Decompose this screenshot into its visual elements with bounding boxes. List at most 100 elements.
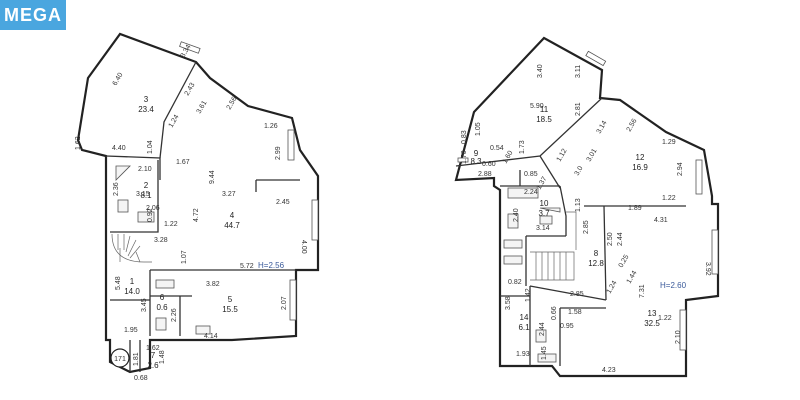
right-dimension-label: 0.95 (560, 323, 574, 330)
right-dimension-label: 3.0 (574, 165, 585, 177)
right-dimension-label: 1.89 (628, 205, 642, 212)
left-dimension-label: 3.82 (206, 281, 220, 288)
left-dimension-label: 3.27 (222, 191, 236, 198)
right-dimension-label: 1.42 (525, 288, 532, 302)
right-dimension-label: 0.85 (524, 171, 538, 178)
right-dimension-label: 3.14 (596, 120, 609, 135)
right-dimension-label: 1.22 (662, 195, 676, 202)
right-dimension-label: 2.40 (513, 208, 520, 222)
room-6-area: 0.6 (156, 303, 168, 312)
room-14-area: 6.1 (518, 323, 530, 332)
right-dimension-label: 3.11 (575, 65, 582, 78)
left-dimension-label: 1.62 (75, 136, 82, 150)
left-dimension-label: 5.72 (240, 263, 254, 270)
left-dimension-label: 1.24 (168, 114, 181, 129)
left-dimension-label: 1.22 (164, 221, 178, 228)
right-dimension-label: 1.58 (568, 309, 582, 316)
right-dimension-label: 0.83 (461, 130, 468, 144)
left-dimension-label: 0.92 (147, 208, 154, 222)
left-dimension-label: 9.44 (209, 170, 216, 184)
left-dimension-label: 1.81 (133, 352, 140, 366)
room-10-number: 9 (474, 149, 479, 158)
right-ceiling-height: H=2.60 (660, 281, 687, 290)
left-dimension-label: 1.95 (124, 327, 138, 334)
room-10-area: 8.3 (470, 157, 482, 166)
right-dimension-label: 1.93 (516, 351, 530, 358)
room-1-number: 1 (130, 277, 135, 286)
right-dimension-label: 3.14 (536, 225, 550, 232)
right-dimension-label: 2.81 (575, 102, 582, 116)
room-8-area: 12.8 (588, 259, 604, 268)
right-dimension-label: 1.22 (658, 315, 672, 322)
right-dimension-label: 2.88 (478, 171, 492, 178)
right-dimensions: 3.40 3.11 5.90 2.81 2.56 3.14 1.29 2.94 … (461, 64, 711, 374)
left-dimension-label: 1.07 (181, 250, 188, 264)
room-5-area: 15.5 (222, 305, 238, 314)
left-dimension-label: 4.00 (300, 240, 307, 254)
left-dimension-label: 1.67 (176, 159, 190, 166)
left-dimension-label: 3.45 (141, 298, 148, 312)
room-9-number: 10 (540, 199, 549, 208)
right-dimension-label: 2.50 (607, 232, 614, 246)
left-dimension-label: 2.10 (138, 166, 152, 173)
right-dimension-label: 1.70 (461, 150, 468, 164)
right-dimension-label: 1.05 (475, 122, 482, 136)
right-dimension-label: 2.44 (617, 232, 624, 246)
marker-label: 171 (114, 356, 126, 363)
room-11-number: 11 (540, 105, 549, 114)
room-13-number: 13 (648, 309, 657, 318)
room-13-area: 32.5 (644, 319, 660, 328)
left-dimension-label: 3.28 (154, 237, 168, 244)
left-dimension-label: 2.06 (146, 205, 160, 212)
left-dimension-label: 2.26 (171, 308, 178, 322)
room-5-number: 5 (228, 295, 233, 304)
left-dimension-label: 2.99 (275, 146, 282, 160)
right-dimension-label: 1.44 (626, 270, 639, 285)
room-3-number: 3 (144, 95, 149, 104)
right-dimension-label: 0.54 (490, 145, 504, 152)
room-2-area: 8.1 (140, 191, 152, 200)
room-6-number: 6 (160, 293, 165, 302)
left-dimension-label: 4.40 (112, 145, 126, 152)
left-dimension-label: 1.04 (147, 140, 154, 154)
left-dimension-label: 2.45 (276, 199, 290, 206)
right-dimension-label: 0.82 (508, 279, 522, 286)
right-dimension-label: 2.85 (570, 291, 584, 298)
left-dimension-label: 5.48 (115, 276, 122, 290)
right-stairs (530, 211, 577, 281)
right-dimension-label: 5.90 (530, 103, 544, 110)
left-dimension-label: 1.26 (264, 123, 278, 130)
right-dimension-label: 2.24 (524, 189, 538, 196)
right-dimension-label: 2.10 (675, 330, 682, 344)
right-dimension-label: 4.31 (654, 217, 668, 224)
left-floor-plan: 3 23.4 4 44.7 2 8.1 1 14.0 5 15.5 6 0.6 … (75, 32, 320, 382)
room-4-number: 4 (230, 211, 235, 220)
right-dimension-label: 3.40 (537, 64, 544, 78)
left-ceiling-height: H=2.56 (258, 261, 285, 270)
room-9-area: 3.7 (538, 209, 550, 218)
right-dimension-label: 3.92 (704, 262, 711, 276)
room-12-number: 12 (636, 153, 645, 162)
right-dimension-label: 1.13 (575, 198, 582, 212)
left-dimension-label: 4.14 (204, 333, 218, 340)
right-dimension-label: 3.01 (586, 148, 599, 163)
right-dimension-label: 0.25 (618, 254, 631, 269)
left-dimension-label: 1.62 (146, 345, 160, 352)
right-floor-plan: 11 18.5 12 16.9 9 8.3 10 3.7 8 12.8 13 3… (454, 36, 720, 378)
room-11-area: 18.5 (536, 115, 552, 124)
right-dimension-label: 2.56 (626, 118, 639, 133)
left-dimension-label: 3.15 (136, 191, 150, 198)
right-dimension-label: 3.58 (505, 296, 512, 310)
left-dimension-label: 3.61 (196, 100, 209, 115)
right-dimension-label: 1.24 (606, 280, 619, 295)
room-3-area: 23.4 (138, 105, 154, 114)
room-7-area: 2.6 (147, 361, 159, 370)
right-dimension-label: 0.60 (482, 161, 496, 168)
room-8-number: 8 (594, 249, 599, 258)
left-dimension-label: 2.07 (281, 296, 288, 310)
right-dimension-label: 7.31 (639, 284, 646, 298)
right-dimension-label: 1.73 (519, 140, 526, 154)
left-dimension-label: 4.72 (193, 208, 200, 222)
left-dimension-label: 2.36 (113, 182, 120, 196)
